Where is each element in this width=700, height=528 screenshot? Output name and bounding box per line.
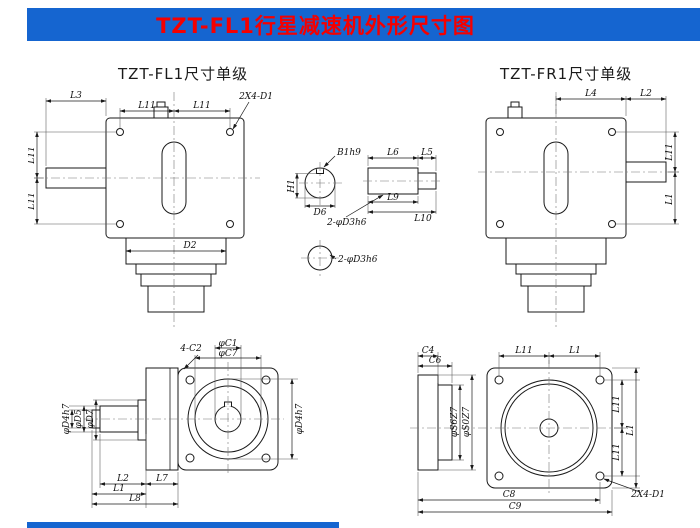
dim-d5: φD5 bbox=[74, 409, 84, 429]
hole-callout: 2-φD3h6 bbox=[326, 218, 367, 228]
fr1-side-drawing: L4 L2 L11 L1 bbox=[478, 89, 682, 330]
dim-l11: L11 bbox=[612, 443, 622, 461]
dim-l11: L11 bbox=[137, 101, 155, 111]
header-bar: TZT-FL1行星减速机外形尺寸图 bbox=[27, 8, 700, 41]
adapter-dimension-lines bbox=[417, 354, 641, 514]
dim-l11: L11 bbox=[665, 143, 675, 161]
dim-c8: C8 bbox=[503, 490, 516, 500]
fr1-corner-holes bbox=[496, 128, 616, 228]
dim-c9: C9 bbox=[509, 502, 522, 512]
fl1-breather-plug bbox=[153, 101, 169, 119]
dim-l6: L6 bbox=[386, 148, 399, 158]
front-centerlines bbox=[84, 362, 284, 476]
dim-l10: L10 bbox=[413, 214, 432, 224]
dim-l11: L11 bbox=[28, 146, 37, 164]
dim-d6: D6 bbox=[313, 208, 327, 218]
footer-bar bbox=[27, 522, 339, 528]
fl1-corner-holes bbox=[116, 128, 234, 228]
page-title: TZT-FL1行星减速机外形尺寸图 bbox=[156, 13, 475, 38]
dim-c1: φC1 bbox=[219, 339, 238, 349]
hole-callout: 2X4-D1 bbox=[630, 490, 665, 500]
dim-c4: C4 bbox=[422, 346, 435, 356]
adapter-centerlines bbox=[410, 360, 628, 496]
fl1-centerlines bbox=[34, 92, 260, 330]
shaft-detail-drawing: H1 B1h9 D6 L6 L5 L9 L10 2-φD3h6 2-φD3h6 bbox=[287, 148, 443, 276]
fr1-centerlines bbox=[478, 92, 682, 330]
fr1-section-title: TZT-FR1尺寸单级 bbox=[500, 65, 633, 83]
fr1-breather-plug bbox=[507, 101, 523, 119]
keyway-slot bbox=[316, 169, 324, 174]
dim-c7: φC7 bbox=[219, 349, 238, 359]
dim-l1: L1 bbox=[568, 346, 581, 356]
fr1-dimension-labels: L4 L2 L11 L1 bbox=[584, 89, 675, 206]
dim-l4: L4 bbox=[584, 89, 597, 99]
dim-l1: L1 bbox=[626, 424, 636, 437]
dim-l11: L11 bbox=[612, 395, 622, 413]
dim-l11: L11 bbox=[514, 346, 532, 356]
dim-l1: L1 bbox=[665, 193, 675, 206]
fr1-front-drawing: C4 C6 L11 L1 φS6Z7 φS0Z7 L11 L11 L1 2X4-… bbox=[410, 346, 665, 516]
fl1-dimension-lines bbox=[35, 99, 250, 253]
hole-callout: 2X4-D1 bbox=[238, 92, 273, 102]
dim-s6z7: φS6Z7 bbox=[450, 407, 460, 437]
fl1-knurled-hub bbox=[147, 285, 205, 313]
dim-d4h7: φD4h7 bbox=[295, 403, 305, 434]
chamfer-callout: 4-C2 bbox=[179, 344, 202, 354]
fl1-housing-geometry bbox=[45, 101, 245, 313]
dim-l8: L8 bbox=[128, 494, 141, 504]
detail-dimension-lines bbox=[295, 155, 437, 260]
adapter-side-step bbox=[437, 384, 453, 461]
adapter-dimension-labels: C4 C6 L11 L1 φS6Z7 φS0Z7 L11 L11 L1 2X4-… bbox=[422, 346, 665, 512]
dim-d4h7: φD4h7 bbox=[62, 403, 72, 434]
fl1-side-drawing: L3 L11 L11 2X4-D1 L11 L11 D2 bbox=[28, 91, 273, 330]
dim-l2: L2 bbox=[639, 89, 652, 99]
dim-d7: φD7 bbox=[86, 409, 96, 429]
fr1-dimension-lines bbox=[555, 97, 677, 225]
dim-l5: L5 bbox=[420, 148, 433, 158]
fl1-bottom-flange-stack bbox=[125, 237, 227, 313]
dim-l11: L11 bbox=[192, 101, 210, 111]
detail-dimension-labels: H1 B1h9 D6 L6 L5 L9 L10 2-φD3h6 2-φD3h6 bbox=[287, 148, 433, 265]
dim-l3: L3 bbox=[69, 91, 82, 101]
dim-c6: C6 bbox=[429, 356, 442, 366]
dim-l1: L1 bbox=[112, 484, 125, 494]
detail-centerlines bbox=[299, 162, 443, 276]
front-corner-holes bbox=[185, 375, 271, 463]
dim-h1: H1 bbox=[287, 179, 297, 194]
dim-l9: L9 bbox=[386, 193, 399, 203]
dim-l7: L7 bbox=[155, 474, 168, 484]
fl1-front-drawing: 4-C2 φC1 φC7 φD4h7 φD5 φD7 φD4h7 L2 L7 L… bbox=[62, 339, 305, 508]
fr1-housing-geometry bbox=[485, 101, 667, 313]
dim-s0z7: φS0Z7 bbox=[462, 407, 472, 437]
shaft-pilot-boss bbox=[137, 399, 147, 441]
adapter-side-body bbox=[417, 374, 439, 471]
fl1-section-title: TZT-FL1尺寸单级 bbox=[118, 65, 249, 83]
dim-b1h9: B1h9 bbox=[336, 148, 361, 158]
dim-l2: L2 bbox=[116, 474, 129, 484]
dim-d2: D2 bbox=[183, 241, 197, 251]
front-dimension-lines bbox=[70, 346, 294, 506]
front-dimension-labels: 4-C2 φC1 φC7 φD4h7 φD5 φD7 φD4h7 L2 L7 L… bbox=[62, 339, 305, 504]
hole-callout: 2-φD3h6 bbox=[337, 255, 378, 265]
dim-l11: L11 bbox=[28, 192, 37, 210]
fl1-dimension-labels: L3 L11 L11 2X4-D1 L11 L11 D2 bbox=[28, 91, 273, 251]
